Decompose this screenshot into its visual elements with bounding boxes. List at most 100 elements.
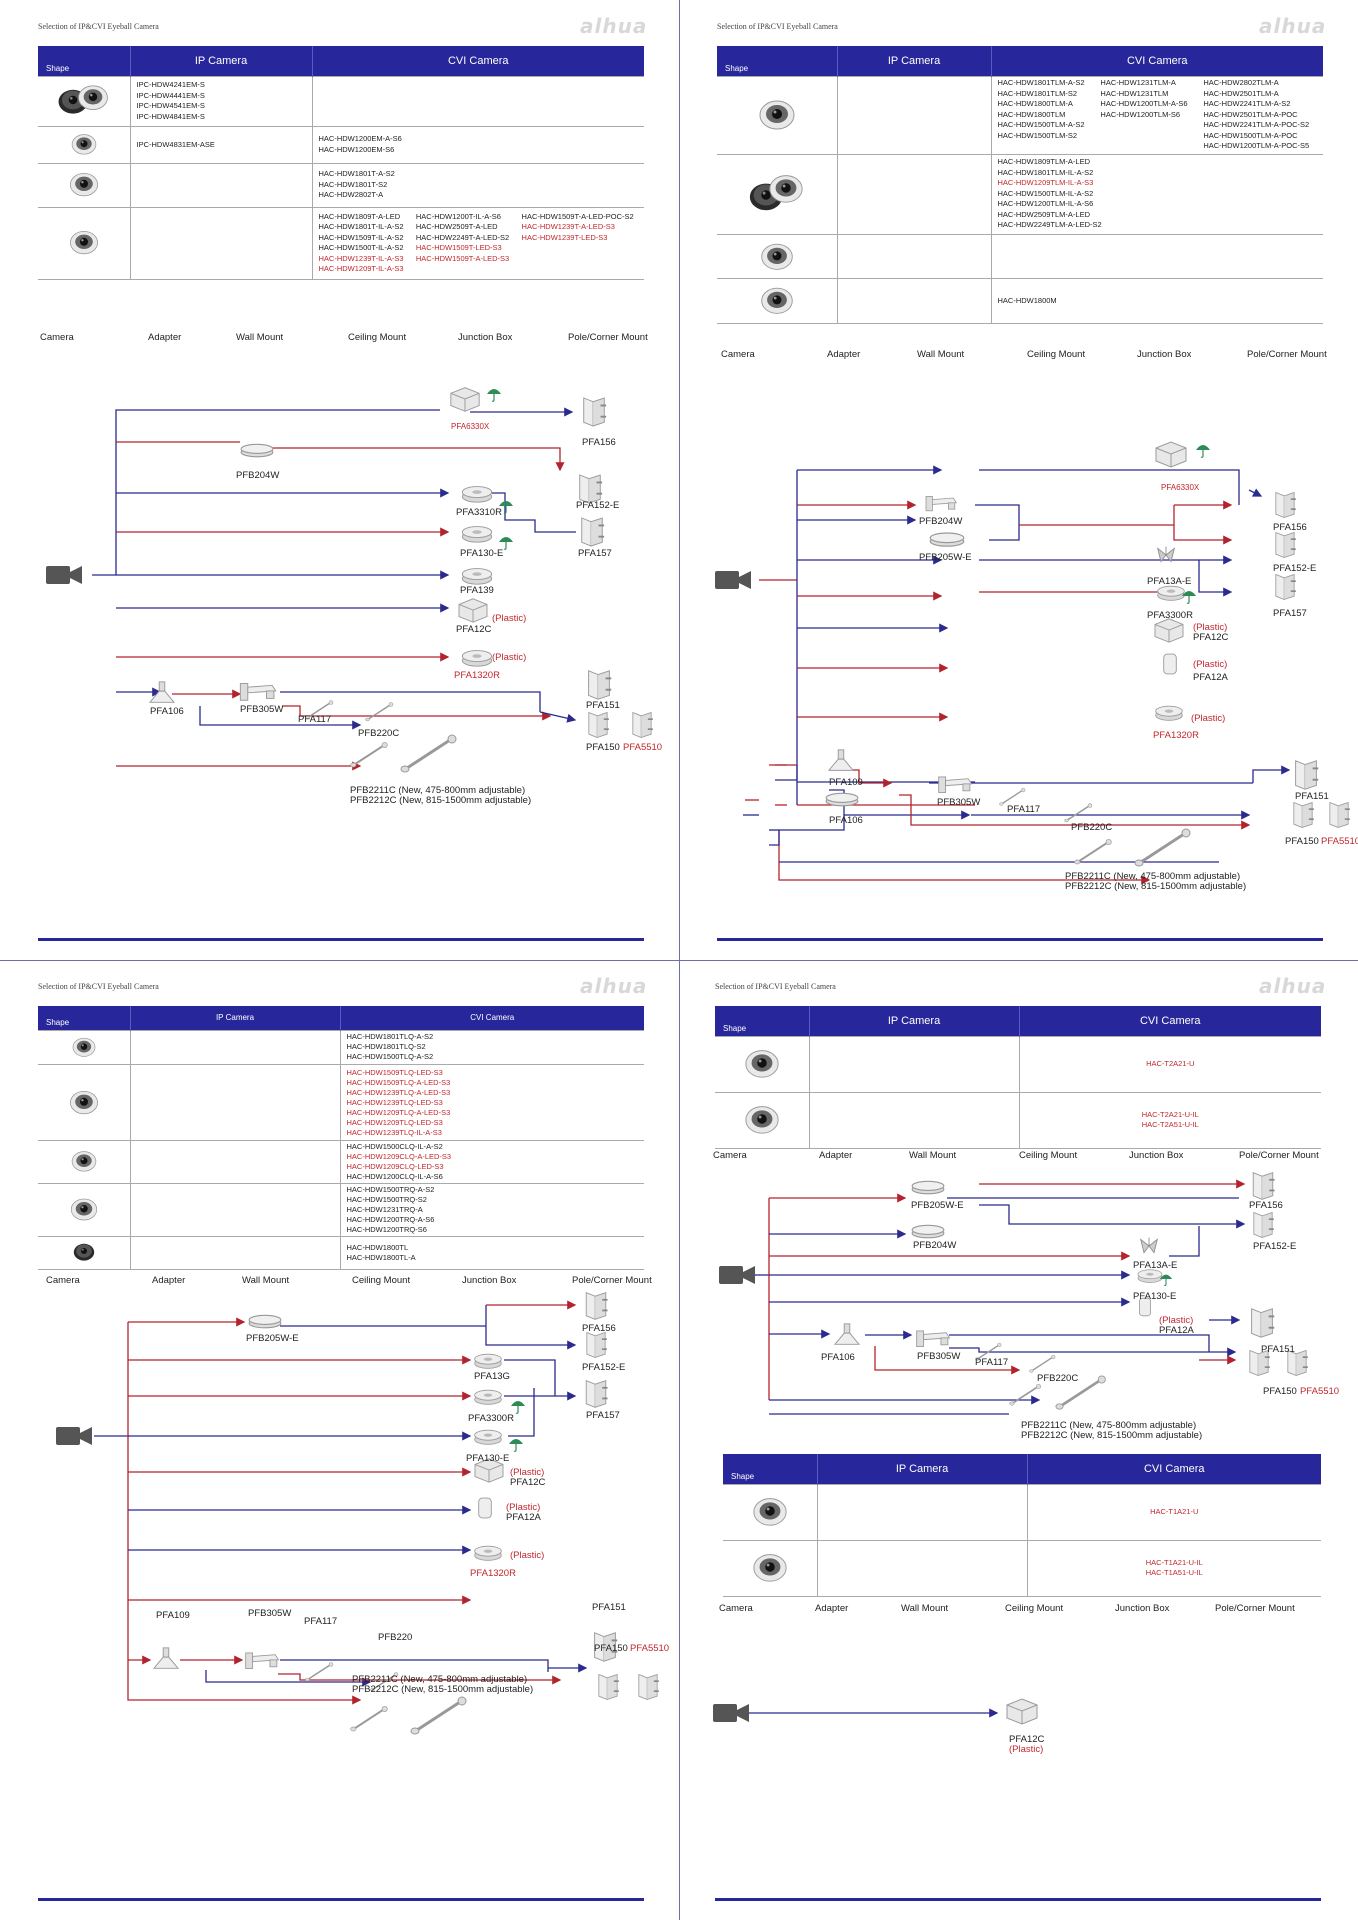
part-label: PFA12A [1159, 1325, 1194, 1336]
pole-icon [1029, 1354, 1057, 1374]
col-wall-mount: Wall Mount [917, 349, 965, 360]
pole-icon [1064, 802, 1093, 823]
junction-box-icon [478, 1497, 492, 1519]
ip-header: IP Camera [808, 1006, 1019, 1036]
logo: alhua [1259, 14, 1327, 38]
part-note: (Plastic) [1193, 622, 1228, 633]
part-label: PFA151 [1261, 1344, 1295, 1355]
ip-header: IP Camera [816, 1454, 1027, 1484]
col-pole-mount: Pole/Corner Mount [1247, 349, 1327, 360]
part-note: (Plastic) [492, 613, 527, 624]
page-header: Selection of IP&CVI Eyeball Camera [38, 982, 159, 991]
camera-photo [717, 153, 837, 235]
part-label: PFB305W [937, 797, 981, 808]
column-header-row: Camera Adapter Wall Mount Ceiling Mount … [0, 332, 679, 346]
pole-mount-icon [588, 670, 612, 700]
pole-icon [999, 787, 1026, 807]
junction-box-icon [461, 486, 493, 503]
part-label: PFA130-E [466, 1453, 510, 1464]
adapter-icon [911, 1224, 945, 1239]
table-row: HAC-HDW1800M [717, 278, 1323, 324]
camera-photo [723, 1483, 817, 1541]
camera-photo [38, 1236, 130, 1270]
col-junction-box: Junction Box [1115, 1603, 1170, 1614]
catalog-page-3: Selection of IP&CVI Eyeball Camera alhua… [0, 960, 679, 1920]
part-label: PFB2212C (New, 815-1500mm adjustable) [352, 1684, 534, 1695]
part-label: PFB220C [358, 728, 400, 739]
cvi-models: HAC-HDW1800M [990, 278, 1323, 324]
part-label: PFA156 [1249, 1200, 1283, 1211]
camera-photo [38, 1029, 130, 1065]
junction-box-icon [461, 568, 493, 585]
ip-models: IPC-HDW4831EM-ASE [129, 126, 312, 164]
part-note: (Plastic) [1159, 1315, 1194, 1326]
part-label: PFA109 [829, 777, 863, 788]
page-divider-horizontal [0, 960, 1358, 961]
pole-icon [400, 734, 458, 774]
junction-box-icon [450, 387, 480, 412]
pole-mount-icon [1251, 1308, 1275, 1338]
part-label: PFA151 [592, 1602, 626, 1613]
pole-icon [365, 701, 394, 722]
pole-mount-icon [585, 1380, 609, 1408]
part-note: (Plastic) [1009, 1744, 1044, 1755]
col-camera: Camera [721, 349, 755, 360]
part-label: PFA3300R [468, 1413, 514, 1424]
pole-mount-icon [598, 1674, 620, 1700]
model-table-1: Shape IP Camera CVI Camera HAC-T2A21-U H… [715, 1006, 1321, 1149]
part-note: (Plastic) [510, 1467, 545, 1478]
adapter-icon [911, 1180, 945, 1195]
cvi-models [311, 75, 644, 127]
col-pole-mount: Pole/Corner Mount [1215, 1603, 1295, 1614]
part-label: PFB2211C (New, 475-800mm adjustable) [1065, 871, 1241, 882]
camera-photo [38, 1064, 130, 1141]
part-label: PFB205W-E [919, 552, 972, 563]
shape-header: Shape [715, 1006, 809, 1036]
part-label: PFA152-E [582, 1362, 626, 1373]
pole-mount-icon [632, 712, 654, 738]
col-adapter: Adapter [827, 349, 861, 360]
camera-photo [717, 75, 837, 155]
part-label: PFA12C [1009, 1734, 1045, 1745]
col-camera: Camera [713, 1150, 747, 1161]
ip-models [129, 1140, 340, 1184]
part-label: PFB220 [378, 1632, 413, 1643]
part-label: PFA5510 [1300, 1386, 1340, 1397]
camera-photo [715, 1091, 809, 1149]
catalog-page-2: Selection of IP&CVI Eyeball Camera alhua… [679, 0, 1358, 960]
model-table: Shape IP Camera CVI Camera HAC-HDW1801TL… [38, 1006, 644, 1270]
pole-icon [350, 1705, 389, 1733]
col-camera: Camera [40, 332, 74, 343]
camera-photo [38, 206, 130, 280]
adapter-icon [825, 792, 859, 807]
shape-header: Shape [723, 1454, 817, 1484]
junction-box-icon [474, 1389, 502, 1405]
ip-header: IP Camera [129, 46, 312, 76]
part-label: PFA1320R [1153, 730, 1199, 741]
part-label: PFA130-E [460, 548, 504, 559]
model-table: Shape IP Camera CVI Camera IPC-HDW4241EM… [38, 46, 644, 280]
part-label: PFA156 [582, 437, 616, 448]
part-label: PFB204W [913, 1240, 957, 1251]
junction-box-icon [461, 650, 493, 667]
cvi-header: CVI Camera [1026, 1454, 1321, 1484]
pendant-mount-icon [834, 1323, 860, 1345]
col-ceiling-mount: Ceiling Mount [352, 1275, 411, 1286]
table-row: HAC-T1A21-U [723, 1483, 1321, 1541]
pole-mount-icon [1253, 1212, 1275, 1238]
col-wall-mount: Wall Mount [901, 1603, 949, 1614]
page-header: Selection of IP&CVI Eyeball Camera [38, 22, 159, 31]
part-label: PFA106 [150, 706, 184, 717]
junction-box-icon [474, 1429, 502, 1445]
part-label: PFB2211C (New, 475-800mm adjustable) [350, 785, 526, 796]
weatherproof-icon [1159, 1274, 1173, 1286]
